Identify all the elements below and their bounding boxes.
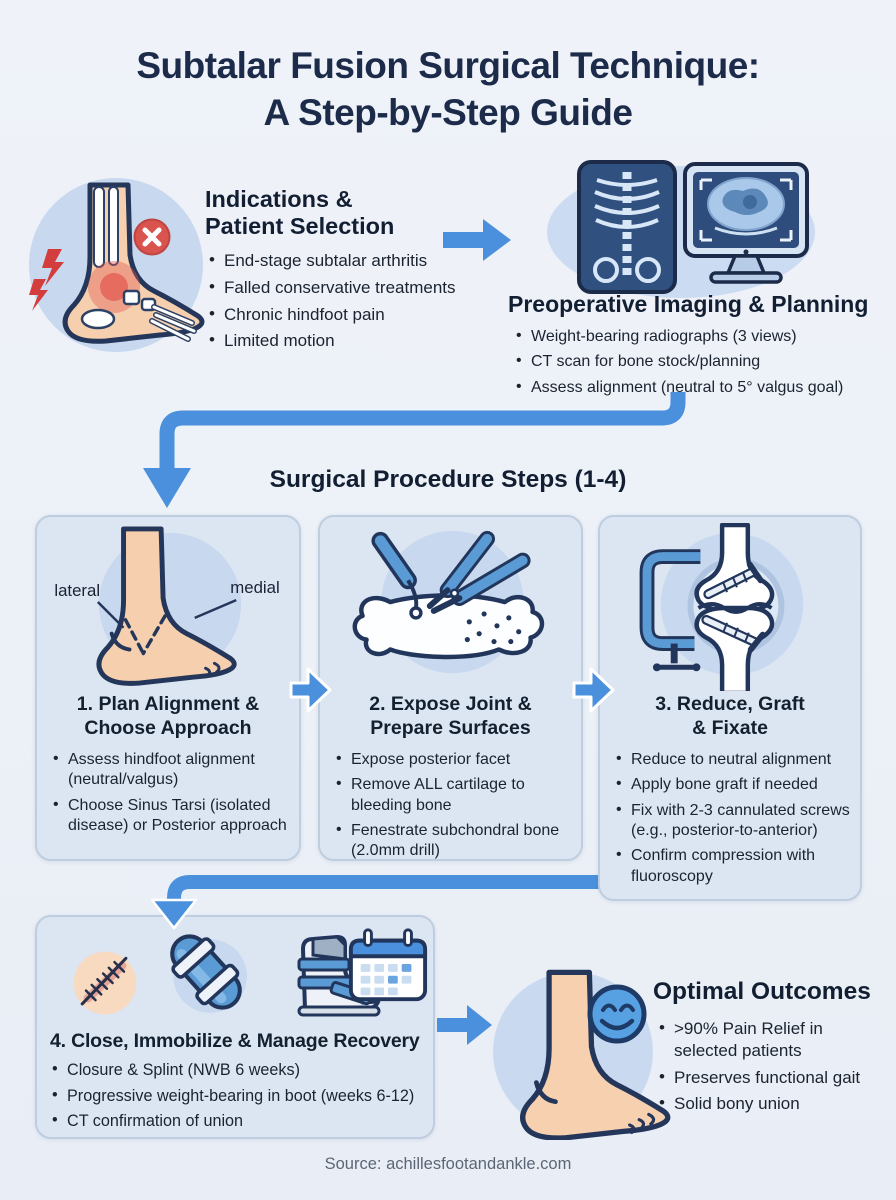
page-title-line1: Subtalar Fusion Surgical Technique:: [136, 45, 760, 86]
bullet-item: CT scan for bone stock/planning: [514, 351, 886, 372]
page-title: Subtalar Fusion Surgical Technique: A St…: [0, 42, 896, 137]
bullet-item: Weight-bearing radiographs (3 views): [514, 326, 886, 347]
step3-bullets: Reduce to neutral alignment Apply bone g…: [614, 749, 850, 888]
bullet-item: Remove ALL cartilage to bleeding bone: [334, 774, 571, 816]
arthritic-foot-icon: [29, 178, 205, 352]
indications-heading-line2: Patient Selection: [205, 213, 395, 240]
step-card-3: 3. Reduce, Graft & Fixate Reduce to neut…: [598, 515, 862, 901]
bullet-item: Limited motion: [207, 329, 475, 352]
flow-arrow-indications-to-imaging: [443, 219, 511, 261]
step-card-2: 2. Expose Joint & Prepare Surfaces Expos…: [318, 515, 583, 861]
label-lateral: lateral: [54, 581, 100, 600]
bullet-item: CT confirmation of union: [50, 1110, 425, 1132]
bullet-item: Closure & Splint (NWB 6 weeks): [50, 1059, 425, 1081]
xray-ct-monitor-icon: [547, 160, 815, 298]
bullet-item: Reduce to neutral alignment: [614, 749, 850, 770]
calendar-icon: [348, 928, 428, 1002]
flow-arrow-step2-to-step3: [572, 667, 615, 713]
step1-bullets: Assess hindfoot alignment (neutral/valgu…: [51, 749, 289, 837]
indications-heading-line1: Indications &: [205, 186, 353, 212]
bullet-item: End-stage subtalar arthritis: [207, 249, 475, 272]
step2-bullets: Expose posterior facet Remove ALL cartil…: [334, 749, 571, 862]
step4-bullets: Closure & Splint (NWB 6 weeks) Progressi…: [50, 1059, 425, 1132]
bullet-item: Apply bone graft if needed: [614, 774, 850, 795]
suture-scar-icon: [73, 951, 137, 1015]
imaging-heading: Preoperative Imaging & Planning: [508, 291, 869, 317]
foot-approach-icon: lateral medial: [54, 526, 280, 686]
imaging-bullets: Weight-bearing radiographs (3 views) CT …: [514, 326, 886, 403]
bullet-item: >90% Pain Relief in selected patients: [657, 1017, 887, 1062]
bullet-item: Chronic hindfoot pain: [207, 303, 475, 326]
bullet-item: Falled conservative treatments: [207, 276, 475, 299]
flow-arrow-imaging-to-steps: [143, 392, 686, 508]
label-medial: medial: [230, 578, 279, 597]
bullet-item: Fix with 2-3 cannulated screws (e.g., po…: [614, 800, 850, 842]
flow-arrowhead-step4: [150, 898, 198, 930]
flow-arrow-step3-to-step4: [167, 875, 660, 905]
step-card-1: lateral medial 1. Plan Alignment & Choos…: [35, 515, 301, 861]
outcomes-bullets: >90% Pain Relief in selected patients Pr…: [657, 1017, 887, 1120]
step-card-4: 4. Close, Immobilize & Manage Recovery C…: [35, 915, 435, 1139]
bullet-item: Progressive weight-bearing in boot (week…: [50, 1085, 425, 1107]
joint-prep-tools-icon: [352, 530, 545, 674]
step4-title: 4. Close, Immobilize & Manage Recovery: [50, 1030, 420, 1052]
smiley-face-icon: [587, 984, 647, 1044]
flow-arrow-step1-to-step2: [289, 667, 332, 713]
step4-icons-row: [37, 917, 433, 1021]
step1-title: 1. Plan Alignment & Choose Approach: [76, 693, 260, 739]
bullet-item: Choose Sinus Tarsi (isolated disease) or…: [51, 795, 289, 837]
page-title-line2: A Step-by-Step Guide: [263, 92, 633, 134]
outcomes-heading: Optimal Outcomes: [653, 978, 871, 1005]
bullet-item: Fenestrate subchondral bone (2.0mm drill…: [334, 820, 571, 862]
indications-bullets: End-stage subtalar arthritis Falled cons…: [207, 249, 475, 357]
step2-title: 2. Expose Joint & Prepare Surfaces: [369, 693, 532, 739]
splint-icon: [170, 934, 247, 1013]
bullet-item: Confirm compression with fluoroscopy: [614, 845, 850, 887]
happy-foot-icon: [493, 969, 671, 1140]
bullet-item: Preserves functional gait: [657, 1066, 887, 1089]
indications-heading: Indications & Patient Selection: [205, 186, 465, 241]
error-badge-icon: [133, 218, 171, 256]
clamp-fixation-icon: [639, 523, 804, 691]
bullet-item: Expose posterior facet: [334, 749, 571, 770]
procedure-steps-heading: Surgical Procedure Steps (1-4): [269, 466, 627, 493]
source-attribution: Source: achillesfootandankle.com: [324, 1155, 572, 1173]
flow-arrow-step4-to-outcomes: [437, 1005, 492, 1045]
bullet-item: Solid bony union: [657, 1092, 887, 1115]
bullet-item: Assess hindfoot alignment (neutral/valgu…: [51, 749, 289, 791]
bullet-item: Assess alignment (neutral to 5° valgus g…: [514, 377, 886, 398]
step3-title: 3. Reduce, Graft & Fixate: [655, 693, 805, 739]
